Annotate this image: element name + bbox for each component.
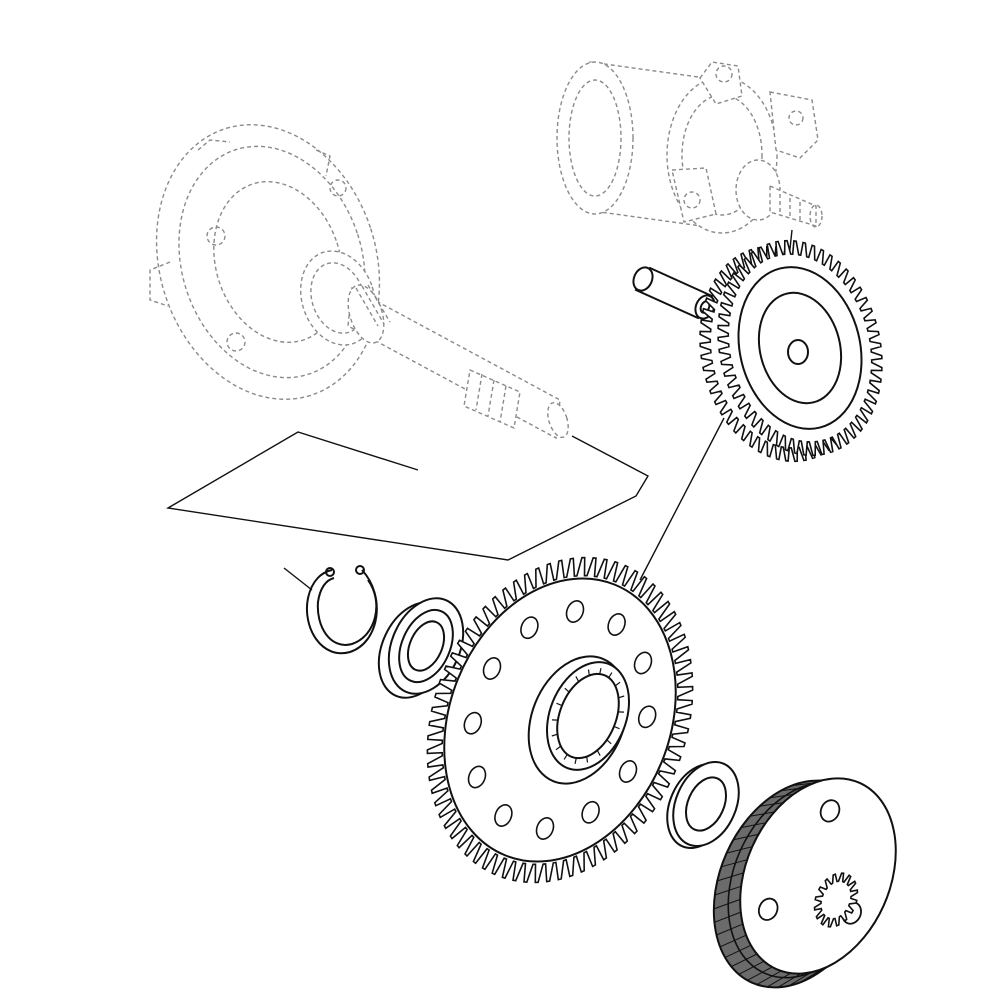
ring-gear-hole bbox=[637, 705, 657, 729]
clutch-edge-hatch bbox=[769, 794, 794, 799]
boss-spline-line bbox=[608, 672, 613, 678]
washer-icon bbox=[666, 760, 740, 850]
boss-spline-line bbox=[563, 754, 568, 760]
splined-shaft-icon bbox=[149, 124, 569, 440]
clutch-edge-hatch bbox=[749, 811, 775, 817]
clutch-edge-hatch bbox=[714, 911, 741, 923]
clutch-edge-hatch bbox=[733, 833, 759, 841]
ring-gear-icon bbox=[426, 556, 694, 884]
clutch-edge-hatch bbox=[747, 966, 773, 981]
ring-gear-hole bbox=[581, 800, 600, 824]
boss-spline-line bbox=[606, 739, 612, 745]
boss-spline-line bbox=[613, 725, 620, 730]
ring-gear-hole bbox=[463, 711, 483, 735]
ring-gear-hole bbox=[482, 657, 502, 680]
clutch-edge-hatch bbox=[716, 923, 743, 936]
ring-gear-hole bbox=[633, 651, 653, 675]
boss-spline-line bbox=[618, 695, 625, 699]
clutch-edge-hatch bbox=[713, 898, 741, 910]
clutch-edge-hatch bbox=[756, 970, 782, 985]
ring-gear-hole bbox=[565, 600, 585, 623]
clutch-edge-hatch bbox=[738, 960, 765, 975]
boss-spline-line bbox=[551, 733, 558, 737]
ring-gear-hole bbox=[494, 804, 513, 827]
clutch-edge-hatch bbox=[731, 953, 758, 968]
snap-ring-icon bbox=[305, 565, 378, 655]
small-gear-icon bbox=[699, 239, 883, 463]
boss-spline-line bbox=[555, 745, 562, 751]
clutch-spline-bore bbox=[813, 872, 859, 928]
boss-spline-line bbox=[574, 757, 577, 765]
boss-spline-line bbox=[556, 702, 563, 707]
clutch-edge-hatch bbox=[719, 934, 747, 948]
clutch-edge-hatch bbox=[759, 802, 784, 807]
clutch-bolt-hole bbox=[757, 897, 779, 921]
clutch-hub-icon bbox=[712, 777, 897, 989]
starter-motor-icon bbox=[556, 61, 823, 234]
boss-spline-line bbox=[614, 681, 621, 687]
boss-spline-line bbox=[587, 669, 590, 676]
boss-spline-line bbox=[586, 756, 589, 763]
ring-gear-hole bbox=[618, 760, 638, 783]
clutch-edge-hatch bbox=[726, 846, 753, 854]
clutch-edge-hatch bbox=[714, 885, 742, 896]
ring-gear-hole bbox=[607, 613, 626, 636]
ring-gear-hole bbox=[467, 765, 487, 789]
clutch-edge-hatch bbox=[721, 859, 748, 868]
boss-spline-line bbox=[596, 750, 601, 756]
clutch-edge-hatch bbox=[724, 944, 752, 958]
clutch-edge-hatch bbox=[717, 872, 744, 882]
clutch-edge-hatch bbox=[740, 822, 766, 829]
ring-gear-hole bbox=[520, 616, 539, 640]
ring-gear-hole bbox=[535, 817, 555, 840]
boss-spline-line bbox=[575, 676, 580, 682]
boss-spline-line bbox=[599, 667, 602, 675]
boss-spline-line bbox=[564, 687, 570, 693]
clutch-edge-hatch bbox=[766, 972, 792, 988]
clutch-bolt-hole bbox=[819, 799, 841, 823]
